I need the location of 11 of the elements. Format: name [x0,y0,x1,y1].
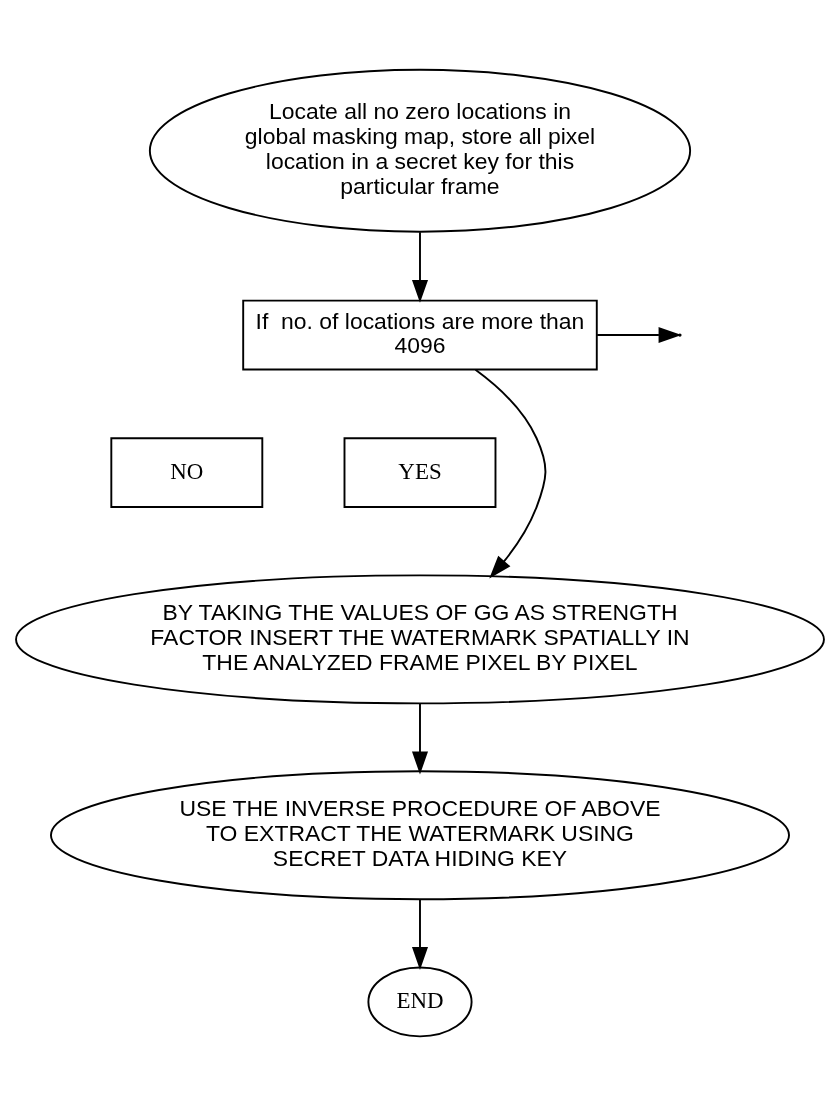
node-box: YES [343,436,497,508]
arrow [411,898,429,970]
node-ellipse: BY TAKING THE VALUES OF GG AS STRENGTH FACTOR INSERT THE WATERMARK SPATIALLY IN THE ANALYZED FRAME PIXEL BY PIXEL [15,573,825,704]
arrow [411,230,429,303]
node-box: NO [110,436,264,508]
node-ellipse: USE THE INVERSE PROCEDURE OF ABOVE TO EXTRACT THE WATERMARK USING SECRET DATA HIDING KEY [50,769,790,900]
node-ellipse: Locate all no zero locations in global masking map, store all pixel location in a secret key for this particular frame [148,68,692,233]
arrow [411,701,429,774]
arrow [474,368,547,578]
node-box: If no. of locations are more than 4096 [242,299,598,370]
node-ellipse: END [367,966,473,1037]
